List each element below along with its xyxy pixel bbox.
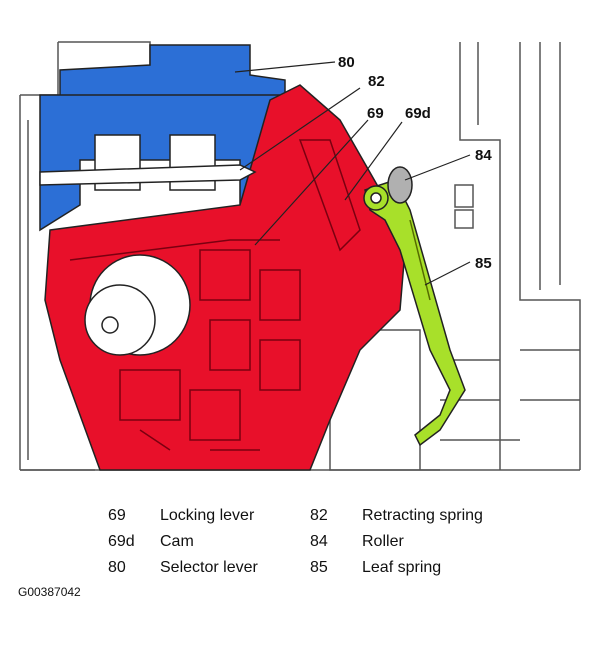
legend-item: 69 Locking lever [108, 503, 258, 529]
legend-label: Locking lever [160, 507, 255, 524]
figure-id: G00387042 [18, 585, 81, 599]
legend-number: 69 [108, 507, 126, 524]
legend-item: 84 Roller [310, 529, 483, 555]
legend-number: 84 [310, 533, 328, 550]
leader-lines [234, 61, 471, 286]
locking-lever [44, 84, 406, 471]
legend-item: 69d Cam [108, 529, 258, 555]
callout-82: 82 [368, 73, 385, 90]
shaft [84, 254, 191, 356]
legend-label: Leaf spring [362, 559, 442, 576]
legend-item: 82 Retracting spring [310, 503, 483, 529]
leaf-spring [363, 179, 466, 447]
legend-item: 85 Leaf spring [310, 555, 483, 581]
legend-number: 69d [108, 533, 135, 550]
legend-label: Roller [362, 533, 404, 550]
legend-number: 82 [310, 507, 328, 524]
legend-number: 85 [310, 559, 328, 576]
callout-69: 69 [367, 105, 384, 122]
callout-80: 80 [338, 54, 355, 71]
callout-84: 84 [475, 147, 492, 164]
legend-item: 80 Selector lever [108, 555, 258, 581]
legend-label: Retracting spring [362, 507, 483, 524]
legend-right: 82 Retracting spring 84 Roller 85 Leaf s… [310, 503, 483, 581]
legend-number: 80 [108, 559, 126, 576]
retracting-spring [39, 164, 257, 186]
callout-85: 85 [475, 255, 492, 272]
legend-label: Selector lever [160, 559, 258, 576]
callout-69d: 69d [405, 105, 431, 122]
transmission-diagram: 80 82 69 69d 84 85 [19, 41, 581, 471]
roller [387, 166, 413, 204]
legend-left: 69 Locking lever 69d Cam 80 Selector lev… [108, 503, 258, 581]
legend-label: Cam [160, 533, 194, 550]
